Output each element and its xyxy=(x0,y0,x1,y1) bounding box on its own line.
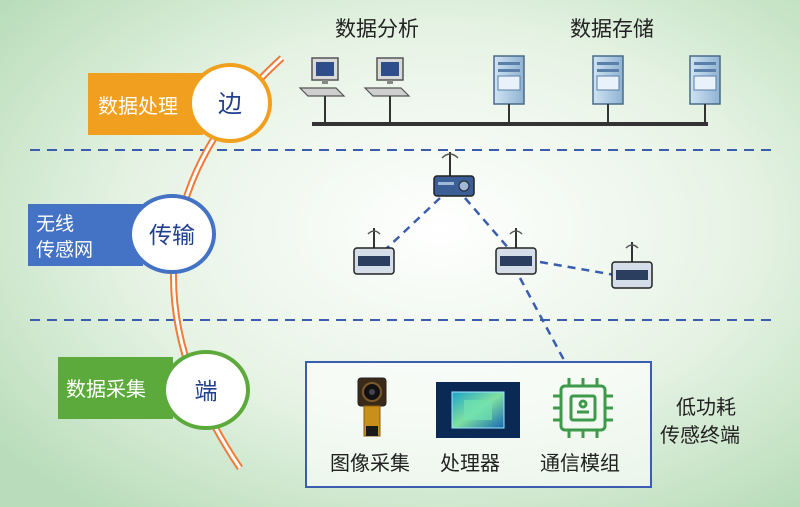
edge-circle xyxy=(188,63,272,143)
low-power-label-1: 低功耗 xyxy=(676,395,736,419)
edge-layer-label: 数据处理 xyxy=(98,94,178,118)
transmission-layer-box xyxy=(28,204,143,266)
communication-module-icon xyxy=(553,378,613,438)
server-icon xyxy=(689,55,721,124)
sensor-node-icon xyxy=(611,242,653,289)
edge-circle-label: 边 xyxy=(218,90,242,118)
sensor-node-icon xyxy=(495,228,537,275)
terminal-layer-box xyxy=(58,357,173,419)
data-storage-label: 数据存储 xyxy=(570,17,654,41)
transmission-layer-label-1: 无线 xyxy=(36,213,74,235)
gateway-icon xyxy=(433,152,475,197)
processor-label: 处理器 xyxy=(440,451,500,475)
transmission-layer-label-2: 传感网 xyxy=(36,239,93,261)
comm-module-label: 通信模组 xyxy=(540,451,620,475)
image-capture-label: 图像采集 xyxy=(330,451,410,475)
transmission-circle xyxy=(128,194,216,274)
edge-layer-box xyxy=(88,73,203,135)
sensor-node-icon xyxy=(353,228,395,275)
data-analysis-label: 数据分析 xyxy=(335,17,419,41)
terminal-circle xyxy=(162,350,250,430)
transmission-circle-label: 传输 xyxy=(149,223,195,249)
camera-module-icon xyxy=(357,377,387,437)
processor-chip-icon xyxy=(436,382,520,438)
server-icon xyxy=(592,55,624,124)
server-icon xyxy=(493,55,525,124)
terminal-circle-label: 端 xyxy=(195,379,218,405)
terminal-layer-label: 数据采集 xyxy=(66,377,146,401)
computer-icon xyxy=(298,57,346,124)
low-power-label-2: 传感终端 xyxy=(660,423,740,447)
computer-icon xyxy=(363,57,411,124)
wireless-links xyxy=(384,197,616,363)
